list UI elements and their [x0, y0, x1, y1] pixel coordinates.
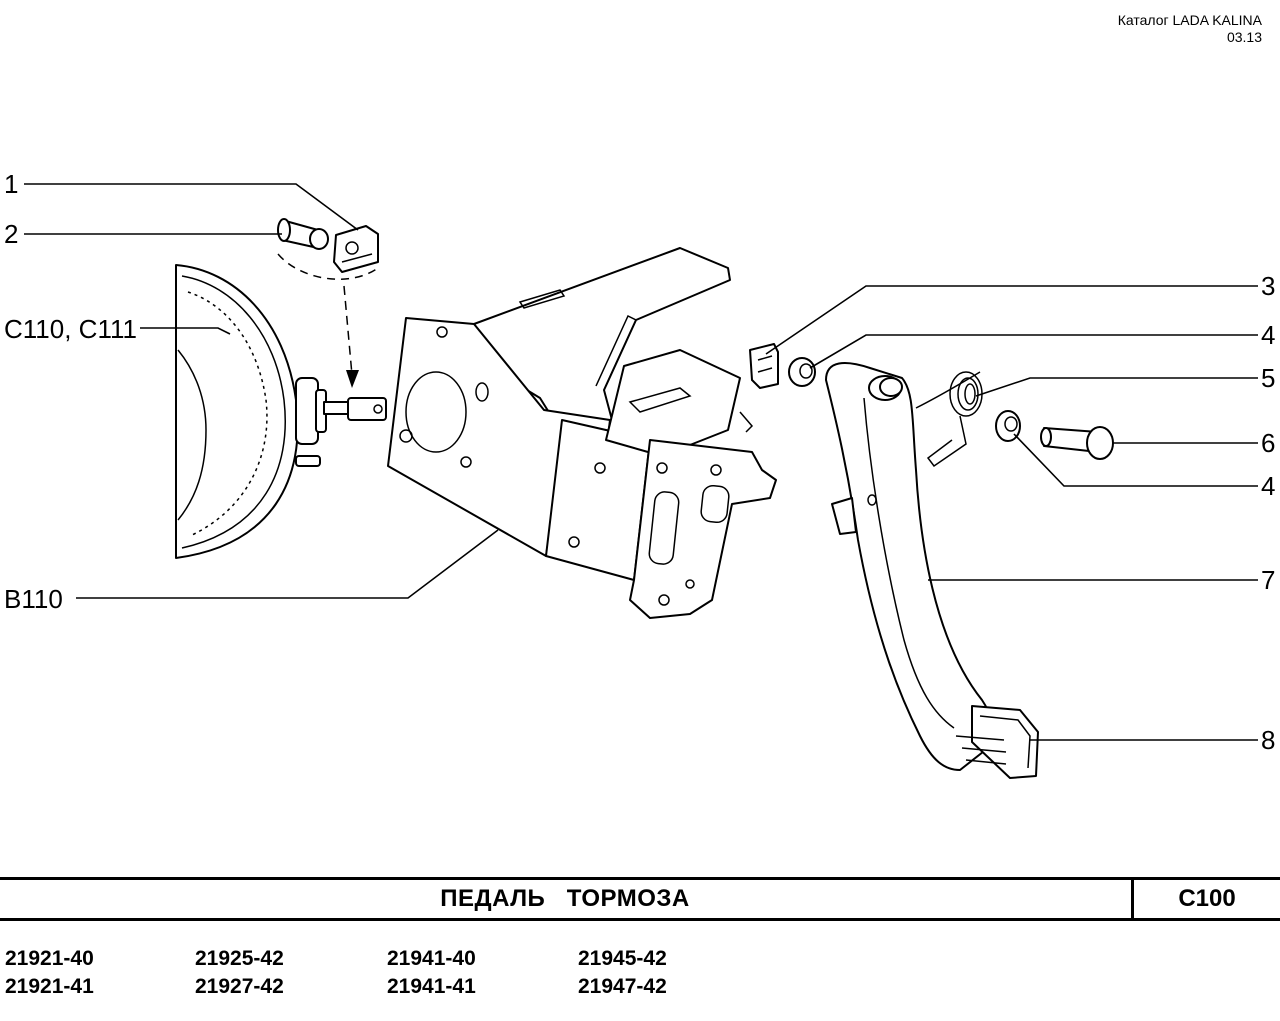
catalog-header: Каталог LADA KALINA 03.13: [1118, 12, 1262, 46]
callout-7: 7: [1261, 565, 1275, 595]
callout-1: 1: [4, 169, 18, 199]
callout-5: 5: [1261, 363, 1275, 393]
model-code: 21941-41: [387, 975, 476, 998]
catalog-name: Каталог LADA KALINA: [1117, 12, 1262, 28]
callout-8: 8: [1261, 725, 1275, 755]
model-code: 21947-42: [578, 975, 667, 998]
callout-b110: В110: [4, 584, 63, 614]
callout-2: 2: [4, 219, 18, 249]
section-title: ПЕДАЛЬ ТОРМОЗА: [440, 885, 690, 912]
callout-4-bushing: 4: [1261, 320, 1275, 350]
model-code: 21941-40: [387, 947, 476, 970]
title-band: ПЕДАЛЬ ТОРМОЗА С100: [0, 877, 1280, 921]
model-code: 21927-42: [195, 975, 284, 998]
pedal-bracket: [387, 247, 777, 619]
model-code: 21921-40: [5, 947, 94, 970]
callout-6: 6: [1261, 428, 1275, 458]
brake-booster: [175, 264, 387, 559]
leader-lines: [24, 183, 1258, 741]
model-code: 21945-42: [578, 947, 667, 970]
section-code: С100: [1131, 877, 1280, 921]
callout-4-washer: 4: [1261, 471, 1275, 501]
pin-and-clip: [277, 218, 379, 388]
model-code: 21925-42: [195, 947, 284, 970]
callout-c110-c111: С110, С111: [4, 314, 137, 344]
callout-3: 3: [1261, 271, 1275, 301]
pedal-hardware: [749, 343, 1114, 468]
model-code: 21921-41: [5, 975, 94, 998]
brake-pedal: [825, 362, 1039, 779]
brake-pedal-diagram: 1 2 С110, С111 В110 3 4 5 6 4 7 8: [4, 169, 1275, 779]
catalog-date: 03.13: [1226, 29, 1262, 45]
